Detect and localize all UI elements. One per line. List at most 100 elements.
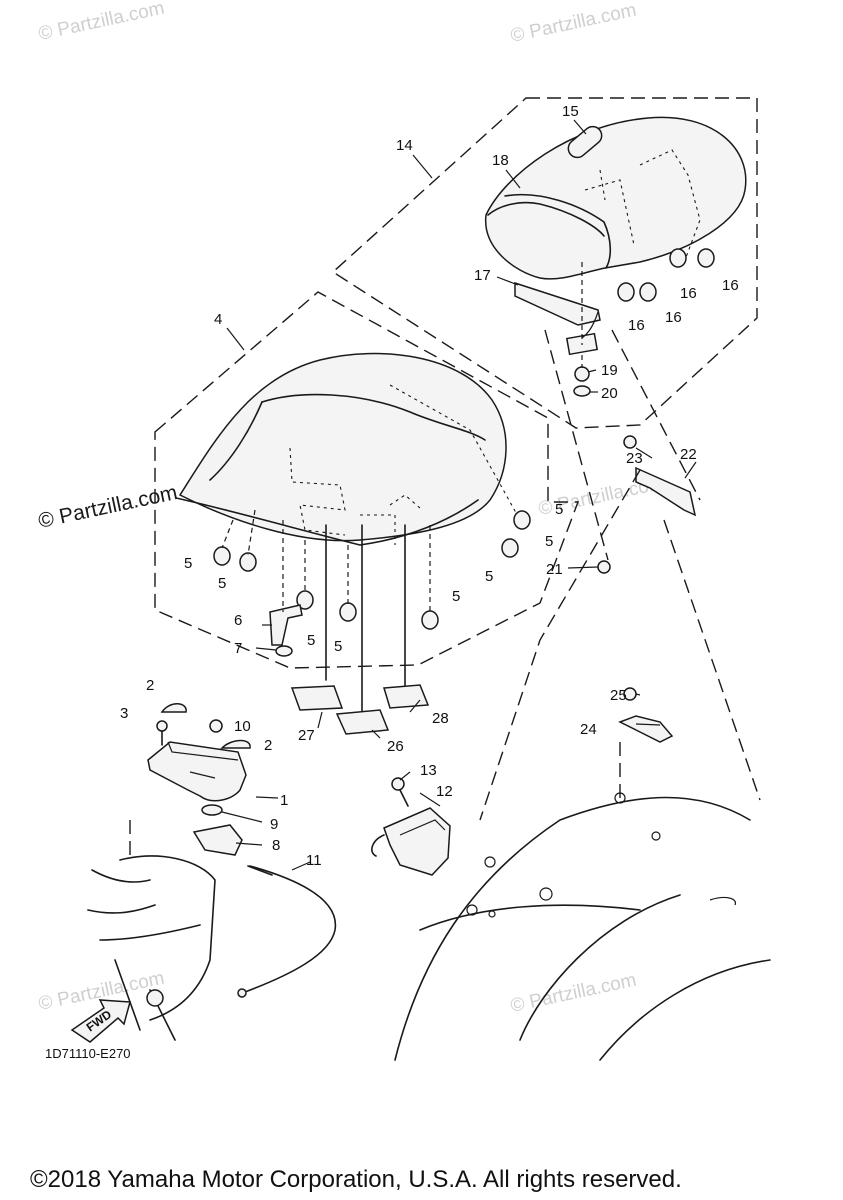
callout-24[interactable]: 24 — [580, 721, 597, 738]
callout-26[interactable]: 26 — [387, 738, 404, 755]
copyright-notice: ©2018 Yamaha Motor Corporation, U.S.A. A… — [30, 1166, 682, 1193]
bolt-23[interactable] — [623, 435, 637, 449]
pad-28[interactable] — [383, 684, 430, 709]
damper-5[interactable] — [296, 590, 314, 610]
front-seat-ridge — [261, 393, 486, 441]
seat-strap-15[interactable] — [565, 123, 606, 161]
pad-26[interactable] — [335, 709, 390, 735]
callout-5[interactable]: 5 — [485, 568, 493, 585]
callout-16[interactable]: 16 — [680, 285, 697, 302]
callout-20[interactable]: 20 — [601, 385, 618, 402]
watermark: © Partzilla.com — [37, 0, 167, 45]
bracket-22[interactable] — [635, 466, 697, 517]
bracket-6[interactable] — [269, 604, 303, 646]
rear-fender — [394, 792, 771, 1061]
callout-15[interactable]: 15 — [562, 103, 579, 120]
callout-11[interactable]: 11 — [306, 852, 322, 869]
damper-5[interactable] — [339, 602, 357, 622]
bolt-3[interactable] — [156, 720, 168, 732]
rear-seat[interactable] — [485, 116, 747, 280]
nut-7[interactable] — [275, 645, 293, 657]
bracket-17[interactable] — [514, 281, 601, 326]
bolt-13[interactable] — [391, 777, 405, 791]
seat-bracket-1[interactable] — [147, 741, 247, 802]
damper-16[interactable] — [639, 282, 657, 302]
damper-16[interactable] — [669, 248, 687, 268]
damper-5[interactable] — [513, 510, 531, 530]
washer-9[interactable] — [201, 804, 223, 816]
rear-seat-fittings — [514, 248, 715, 397]
callout-5[interactable]: 5 — [545, 533, 553, 550]
bolt-21[interactable] — [597, 560, 611, 574]
callout-1[interactable]: 1 — [280, 792, 288, 809]
callout-23[interactable]: 23 — [626, 450, 643, 467]
callout-5[interactable]: 5 — [555, 501, 563, 518]
watermark: © Partzilla.com — [509, 970, 639, 1017]
damper-16[interactable] — [697, 248, 715, 268]
callout-10[interactable]: 10 — [234, 718, 251, 735]
group-outlines — [154, 97, 758, 669]
callout-5[interactable]: 5 — [334, 638, 342, 655]
rear-seat-panel — [487, 201, 605, 237]
callout-5[interactable]: 5 — [218, 575, 226, 592]
callout-19[interactable]: 19 — [601, 362, 618, 379]
callout-4[interactable]: 4 — [214, 311, 222, 328]
nut-10[interactable] — [209, 719, 223, 733]
front-seat-edge — [175, 497, 479, 546]
rear-seat-edge — [504, 193, 612, 269]
watermark-main: © Partzilla.com — [36, 481, 179, 533]
bracket-24[interactable] — [618, 715, 674, 743]
callout-27[interactable]: 27 — [298, 727, 315, 744]
front-seat-group-outline — [154, 291, 580, 669]
seat-pads — [290, 684, 430, 735]
callout-5[interactable]: 5 — [184, 555, 192, 572]
pad-27[interactable] — [290, 685, 344, 711]
callout-6[interactable]: 6 — [234, 612, 242, 629]
callout-18[interactable]: 18 — [492, 152, 509, 169]
callout-9[interactable]: 9 — [270, 816, 278, 833]
callouts: 1 2 2 3 4 5 5 5 5 5 5 5 5 6 7 8 9 10 11 … — [120, 103, 739, 869]
damper-16[interactable] — [617, 282, 635, 302]
callout-7[interactable]: 7 — [234, 640, 242, 657]
callout-17[interactable]: 17 — [474, 267, 491, 284]
cover-2[interactable] — [160, 703, 187, 713]
washer-20[interactable] — [573, 385, 591, 397]
callout-8[interactable]: 8 — [272, 837, 280, 854]
damper-5[interactable] — [213, 546, 231, 566]
cover-2[interactable] — [220, 739, 251, 749]
damper-16-group — [617, 248, 715, 302]
fwd-arrow-icon — [70, 999, 131, 1043]
front-mount-assembly — [147, 703, 337, 998]
callout-5[interactable]: 5 — [307, 632, 315, 649]
lock-12[interactable] — [383, 807, 451, 876]
callout-2[interactable]: 2 — [146, 677, 154, 694]
callout-22[interactable]: 22 — [680, 446, 697, 463]
damper-5[interactable] — [421, 610, 439, 630]
callout-2[interactable]: 2 — [264, 737, 272, 754]
callout-3[interactable]: 3 — [120, 705, 128, 722]
callout-16[interactable]: 16 — [665, 309, 682, 326]
cable-end[interactable] — [237, 988, 247, 998]
callout-12[interactable]: 12 — [436, 783, 453, 800]
callout-21[interactable]: 21 — [546, 561, 563, 578]
diagram-code: 1D71110-E270 — [45, 1046, 131, 1061]
fender-outline — [394, 796, 751, 1061]
damper-5[interactable] — [239, 552, 257, 572]
callout-16[interactable]: 16 — [722, 277, 739, 294]
callout-5[interactable]: 5 — [452, 588, 460, 605]
leader-lines — [221, 119, 697, 871]
bracket-8[interactable] — [192, 824, 243, 856]
callout-13[interactable]: 13 — [420, 762, 437, 779]
rear-seat-group-outline — [331, 97, 758, 429]
callout-16[interactable]: 16 — [628, 317, 645, 334]
callout-28[interactable]: 28 — [432, 710, 449, 727]
damper-5[interactable] — [501, 538, 519, 558]
cable-11[interactable] — [244, 865, 337, 993]
callout-14[interactable]: 14 — [396, 137, 413, 154]
watermark: © Partzilla.com — [37, 968, 167, 1015]
callout-25[interactable]: 25 — [610, 687, 627, 704]
nut-19[interactable] — [574, 366, 590, 382]
watermark: © Partzilla.com — [509, 0, 639, 47]
front-seat[interactable] — [175, 352, 521, 546]
